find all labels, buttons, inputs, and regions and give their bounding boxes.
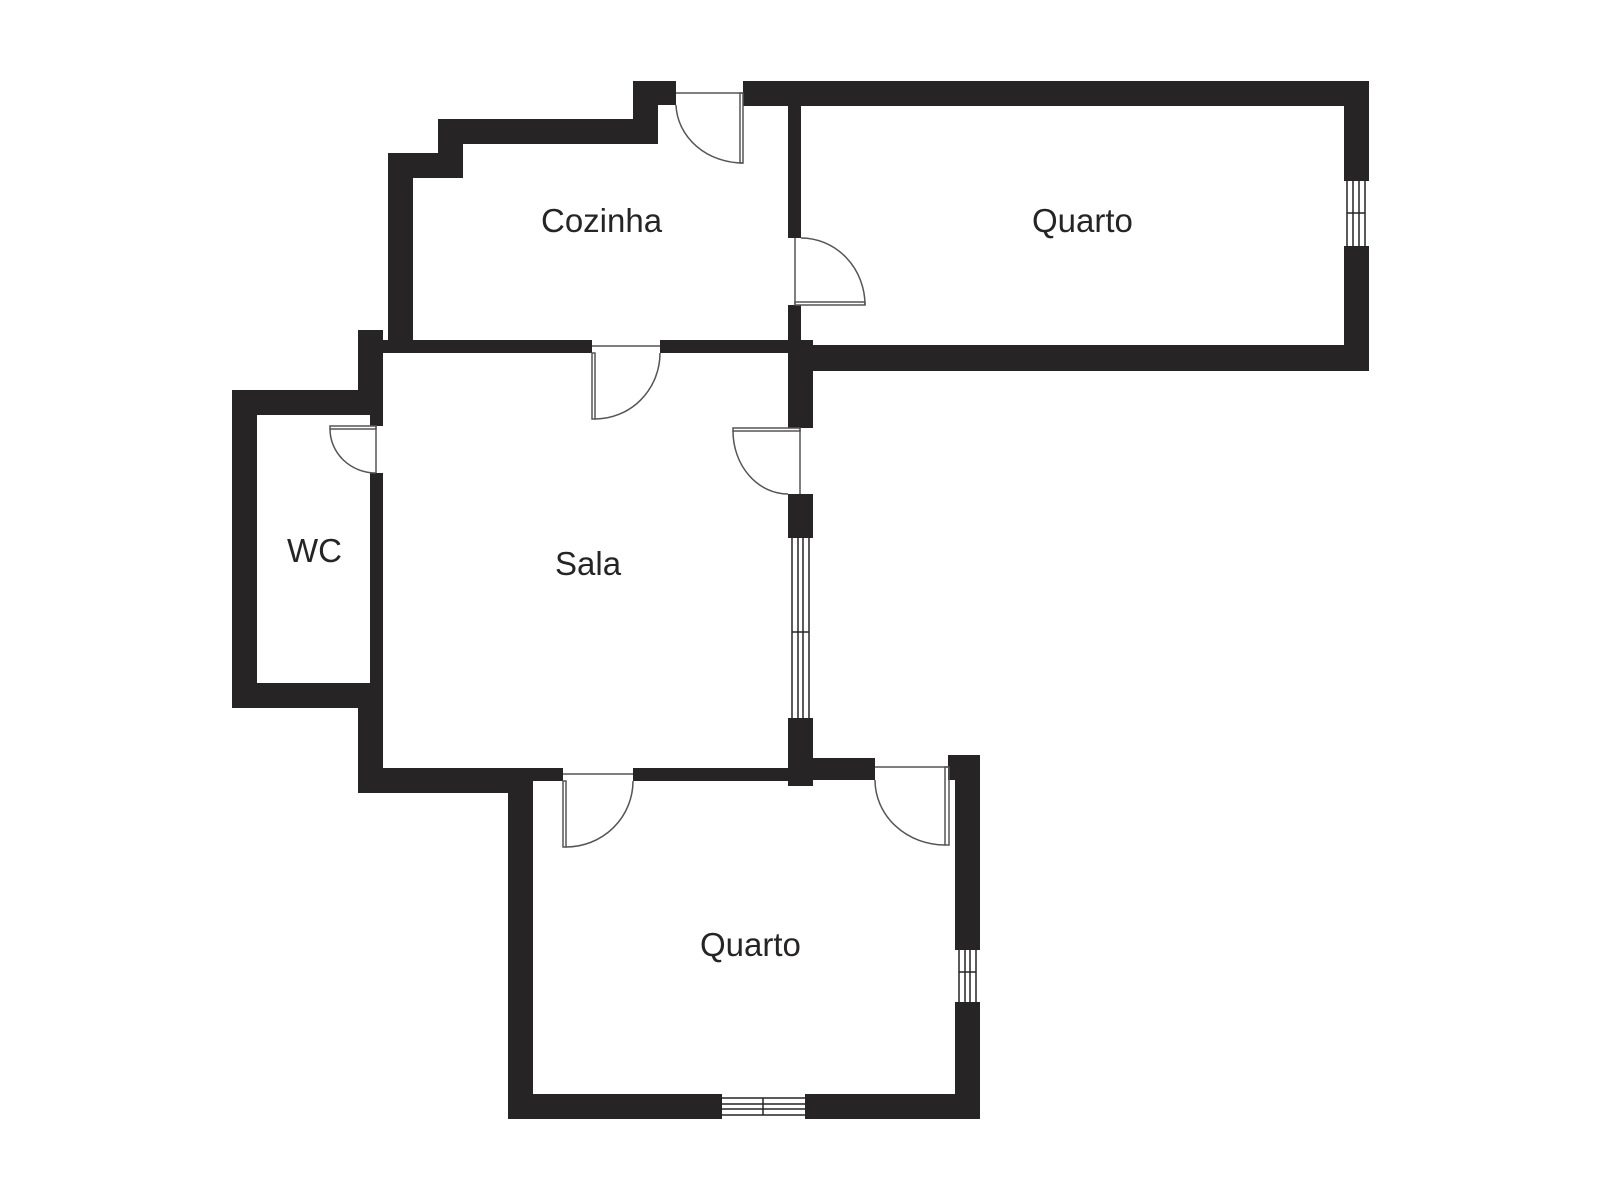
wall-sala-bottom-mid [533, 768, 563, 781]
wall-quarto-bottom-bottom-left [508, 1094, 722, 1119]
wall-sala-left-upper-thick [358, 330, 383, 400]
door-quarto-bottom-right [874, 766, 950, 846]
wall-sala-bottom-right [633, 768, 813, 781]
room-label-quarto-top: Quarto [1032, 202, 1133, 239]
wall-sala-left-upper [370, 390, 383, 426]
wall-sala-left-lower [370, 473, 383, 683]
room-label-cozinha: Cozinha [541, 202, 663, 239]
wall-wc-top [232, 390, 382, 415]
wall-sala-right-mid [788, 494, 813, 538]
wall-quarto-bottom-bottom-right [805, 1094, 980, 1119]
wall-sala-bottom-left [358, 768, 533, 793]
door-quarto-bottom-left [562, 773, 634, 848]
room-label-sala: Sala [555, 545, 622, 582]
wall-quarto-bottom-top-right [800, 758, 875, 780]
door-cozinha-sala [591, 345, 661, 420]
room-label-wc: WC [287, 532, 342, 569]
wall-divider-upper [788, 105, 801, 238]
wall-wc-left [232, 390, 257, 708]
door-sala-right [732, 427, 801, 495]
window-quarto-top-right [1346, 181, 1366, 246]
wall-sala-right-top [788, 340, 813, 428]
wall-quarto-bottom-left [508, 768, 533, 1119]
window-quarto-bottom-right [958, 950, 977, 1002]
wall-quarto-bottom-right-lower [955, 1002, 980, 1119]
wall-quarto-bottom-right-upper [955, 755, 980, 950]
wall-quarto-top-right-upper [1344, 81, 1369, 181]
wall-cozinha-top [438, 119, 658, 144]
door-wc [329, 425, 377, 474]
wall-middle-right [660, 340, 801, 353]
window-sala-right [791, 538, 810, 718]
door-quarto-top [794, 237, 866, 306]
wall-quarto-top-bottom [800, 345, 1369, 371]
wall-cozinha-left [388, 153, 413, 353]
wall-wc-bottom [232, 683, 382, 708]
door-cozinha-entry [675, 92, 744, 164]
wall-quarto-top-top [743, 81, 1369, 106]
wall-cozinha-stub-top [633, 81, 676, 105]
wall-middle-left [360, 340, 592, 353]
window-quarto-bottom-bottom [722, 1097, 805, 1116]
room-label-quarto-bottom: Quarto [700, 926, 801, 963]
